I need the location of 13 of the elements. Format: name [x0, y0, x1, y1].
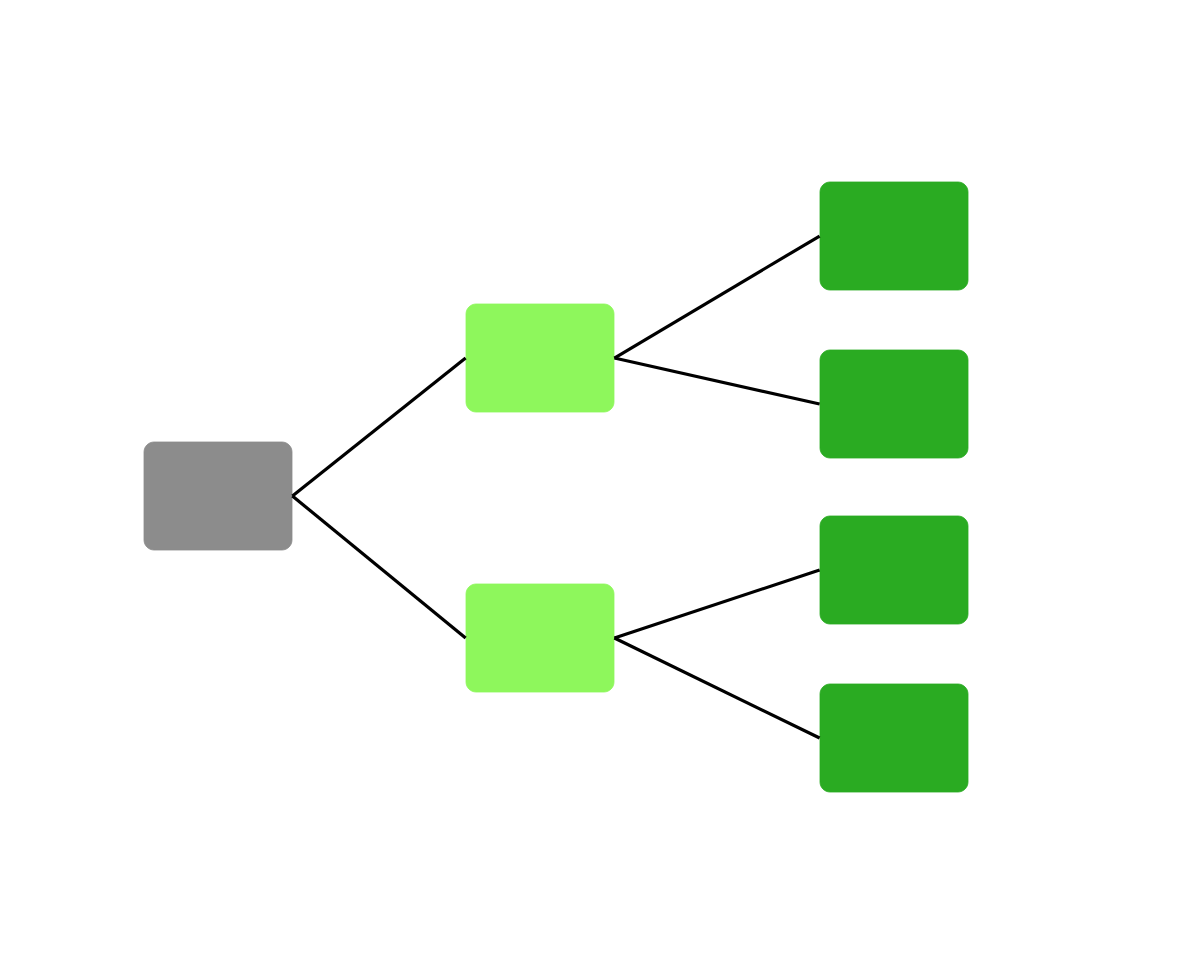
connector-line — [291, 494, 467, 640]
connector-line — [613, 568, 821, 640]
connector-line — [613, 234, 821, 360]
box — [819, 181, 969, 291]
box — [819, 683, 969, 793]
box — [143, 441, 293, 551]
connector-line — [291, 356, 467, 498]
box — [465, 583, 615, 693]
connector-line — [613, 636, 821, 740]
box — [465, 303, 615, 413]
box — [819, 349, 969, 459]
connector-line — [614, 356, 820, 406]
box — [819, 515, 969, 625]
